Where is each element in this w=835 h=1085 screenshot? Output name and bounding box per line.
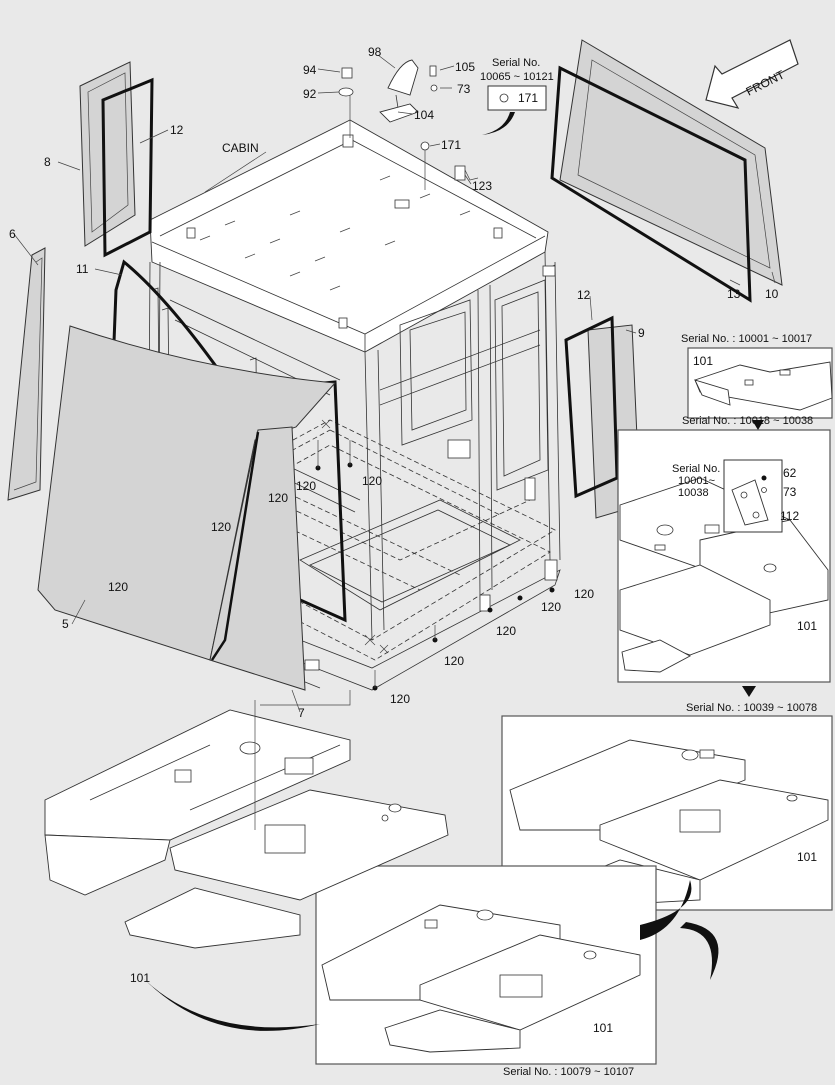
callout-12b: 12 <box>577 288 591 302</box>
inset2-serial: Serial No. : 10018 ~ 10038 <box>682 415 813 427</box>
callout-120a: 120 <box>268 491 288 505</box>
callout-101-main: 101 <box>130 971 150 985</box>
callout-13: 13 <box>727 287 741 301</box>
main-floor-plate <box>44 690 449 949</box>
callout-7: 7 <box>298 706 305 720</box>
callout-101-inset1: 101 <box>693 354 713 368</box>
callout-123: 123 <box>472 179 492 193</box>
top-hardware <box>338 59 479 190</box>
callout-120h: 120 <box>496 624 516 638</box>
callout-120d: 120 <box>296 479 316 493</box>
callout-12a: 12 <box>170 123 184 137</box>
glass-6 <box>7 247 46 501</box>
callout-120b: 120 <box>211 520 231 534</box>
seal-13 <box>550 65 752 303</box>
callout-73a: 73 <box>457 82 471 96</box>
front-arrow: FRONT <box>705 39 799 109</box>
callout-98: 98 <box>368 45 382 59</box>
callout-105: 105 <box>455 60 475 74</box>
arc-inset3 <box>640 880 692 940</box>
inset3-serial: Serial No. : 10039 ~ 10078 <box>686 702 817 714</box>
callout-120f: 120 <box>574 587 594 601</box>
callout-9: 9 <box>638 326 645 340</box>
callout-120e: 120 <box>362 474 382 488</box>
callout-92: 92 <box>303 87 317 101</box>
inset-10018-10038: Serial No. : 10018 ~ 10038 Serial No. 10… <box>617 415 831 697</box>
inset2-sub-line3: 10038 <box>678 487 709 499</box>
inset1-serial: Serial No. : 10001 ~ 10017 <box>681 333 812 345</box>
callout-94: 94 <box>303 63 317 77</box>
glass-10 <box>559 39 783 286</box>
inset4-serial: Serial No. : 10079 ~ 10107 <box>503 1066 634 1078</box>
arc-inset4 <box>143 978 320 1031</box>
glass-8 <box>79 61 136 247</box>
seal-12-right <box>564 315 619 499</box>
inset2-sub-line2: 10001~ <box>678 475 715 487</box>
callout-5: 5 <box>62 617 69 631</box>
callout-101-inset3: 101 <box>797 850 817 864</box>
leader-lines <box>13 54 776 713</box>
cabin-title: CABIN <box>222 141 259 155</box>
callout-171: 171 <box>441 138 461 152</box>
glass-7 <box>209 426 306 691</box>
inset-10001-10017: Serial No. : 10001 ~ 10017 <box>681 333 833 430</box>
callout-120g: 120 <box>541 600 561 614</box>
callout-11: 11 <box>76 262 89 276</box>
callout-73b: 73 <box>783 485 797 499</box>
callout-120j: 120 <box>444 654 464 668</box>
serial-note-line1: Serial No. <box>492 57 540 69</box>
callout-120i: 120 <box>390 692 410 706</box>
callout-120c: 120 <box>108 580 128 594</box>
inset-10079-10107: Serial No. : 10079 ~ 10107 <box>315 865 657 1078</box>
callout-112: 112 <box>780 509 799 523</box>
arc-inset3b <box>680 922 719 980</box>
serial-note-top-right: Serial No. 10065 ~ 10121 171 <box>480 57 554 135</box>
callout-101-inset2: 101 <box>797 619 817 633</box>
inset2-sub-line1: Serial No. <box>672 463 720 475</box>
serial-note-line2: 10065 ~ 10121 <box>480 71 554 83</box>
callout-101-inset4: 101 <box>593 1021 613 1035</box>
callout-labels: CABIN 94 92 98 105 73 104 171 123 12 8 6… <box>9 45 817 1035</box>
callout-10: 10 <box>765 287 779 301</box>
callout-8: 8 <box>44 155 51 169</box>
callout-171-box: 171 <box>518 91 538 105</box>
callout-62: 62 <box>783 466 797 480</box>
inset-10039-10078: Serial No. : 10039 ~ 10078 <box>501 702 833 911</box>
callout-6: 6 <box>9 227 16 241</box>
callout-104: 104 <box>414 108 434 122</box>
seal-12-left <box>101 77 154 258</box>
